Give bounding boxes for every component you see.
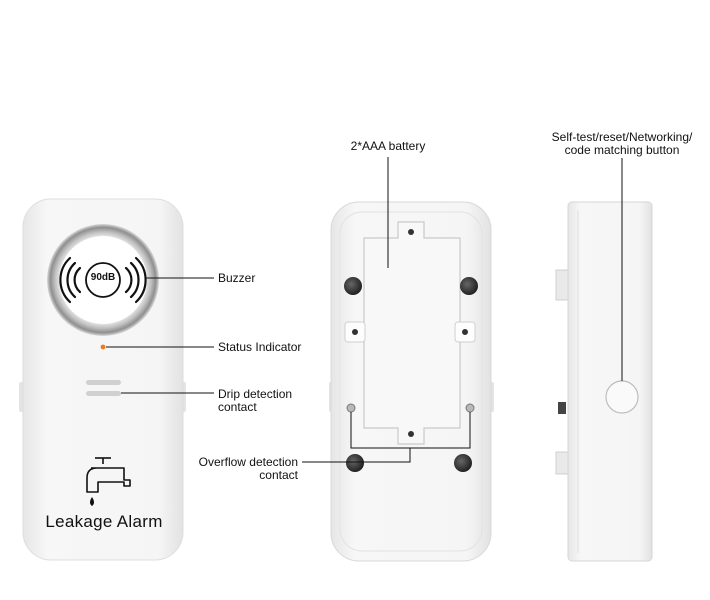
overflow-label-line2: contact (259, 468, 298, 482)
battery-cover (363, 221, 461, 445)
db-badge (85, 262, 121, 298)
side-contact (558, 402, 566, 414)
foot-screw-bottom-left (346, 454, 364, 472)
side-housing (567, 201, 653, 562)
drip-contact-top (86, 380, 121, 385)
foot-screw-top-right (460, 277, 478, 295)
mount-screw-left (352, 329, 358, 335)
battery-label: 2*AAA battery (350, 139, 426, 153)
sound-waves-icon (59, 256, 147, 304)
foot-screw-bottom-right (454, 454, 472, 472)
buzzer-label: Buzzer (218, 271, 256, 285)
button-label: Self-test/reset/Networking/ code matchin… (542, 131, 702, 157)
cover-screw-bottom (408, 431, 414, 437)
drip-contact-bottom (86, 391, 121, 396)
drip-label-line2: contact (218, 400, 257, 414)
overflow-probe-right (465, 403, 475, 413)
leader-overflow (302, 448, 411, 463)
overflow-label-line1: Overflow detection (198, 455, 298, 469)
drip-label-line1: Drip detection (218, 387, 293, 401)
button-label-line2: code matching button (564, 143, 680, 157)
faucet-icon (86, 457, 131, 493)
function-button[interactable] (605, 380, 639, 414)
brand-label: Leakage Alarm (45, 512, 163, 531)
status-indicator-label: Status Indicator (218, 340, 302, 354)
overflow-probe-left (346, 403, 356, 413)
drip-contact-label: Drip detection contact (218, 388, 292, 414)
back-inner-rim (339, 211, 483, 552)
button-label-line1: Self-test/reset/Networking/ (551, 130, 693, 144)
overflow-contact-label: Overflow detection contact (178, 456, 298, 482)
cover-screw-top (408, 229, 414, 235)
front-view (19, 198, 186, 561)
back-view (329, 201, 494, 562)
side-view (555, 201, 653, 562)
leader-lines (106, 157, 623, 463)
mount-screw-right (462, 329, 468, 335)
foot-screw-top-left (344, 277, 362, 295)
water-drop-icon (90, 497, 94, 506)
status-led (100, 344, 106, 350)
decibel-label: 90dB (90, 272, 116, 283)
